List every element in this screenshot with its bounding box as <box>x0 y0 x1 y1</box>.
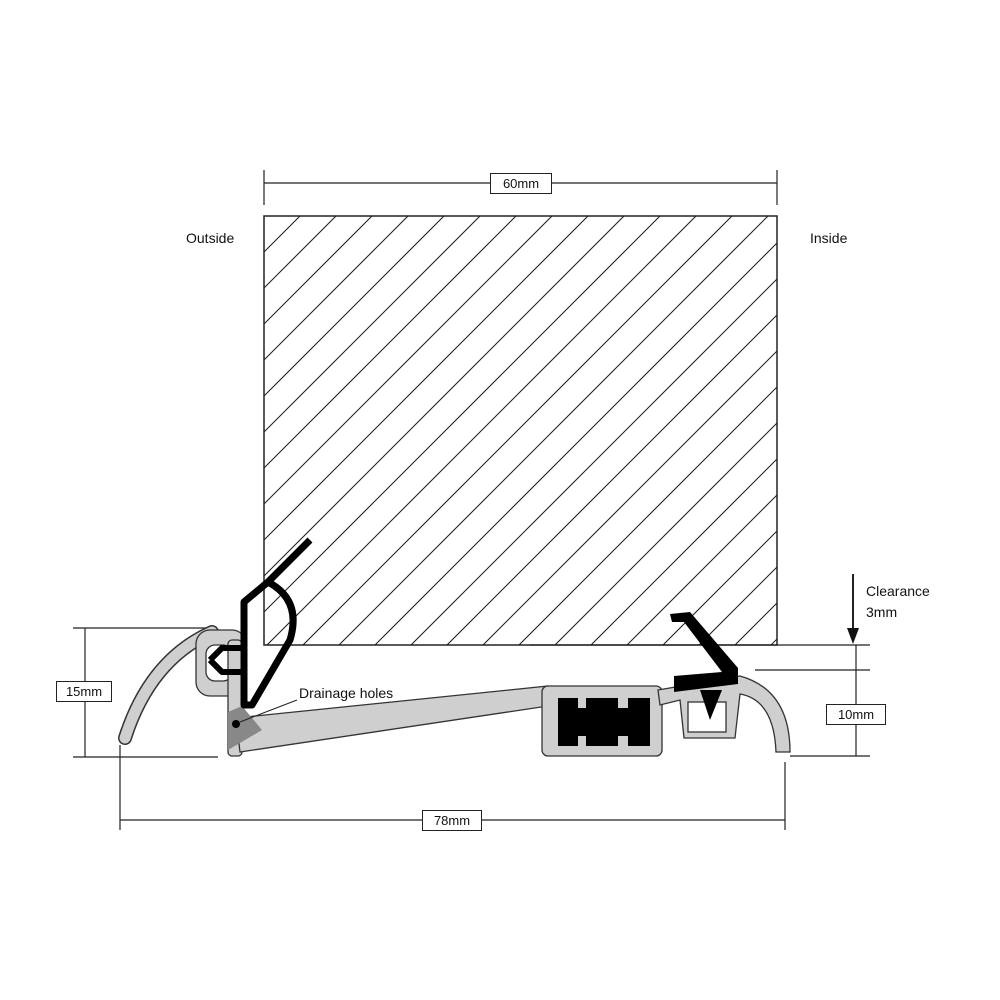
door-width-label: 60mm <box>490 173 552 194</box>
inside-label: Inside <box>810 230 848 246</box>
hatch-line <box>264 216 373 325</box>
hatch-line <box>264 216 625 577</box>
hatch-line <box>518 386 777 645</box>
clearance-label: Clearance <box>866 583 930 599</box>
hatch-line <box>264 216 661 613</box>
hatch-line <box>264 216 337 289</box>
threshold-width-label: 78mm <box>422 810 482 831</box>
door-section <box>263 215 1000 646</box>
hatch-line <box>590 458 777 645</box>
hatch-line <box>410 278 777 645</box>
hatch-line <box>264 216 445 397</box>
drainage-holes-label: Drainage holes <box>299 685 394 701</box>
hatch-line <box>626 494 777 645</box>
hatch-line <box>264 216 301 253</box>
hatch-line <box>264 216 481 433</box>
outside-label: Outside <box>186 230 235 246</box>
inside-height-dimension <box>755 645 870 757</box>
drainage-leader-line <box>239 699 298 723</box>
hatch-line <box>482 350 777 645</box>
hatch-line <box>264 216 265 217</box>
inside-seal <box>670 612 738 720</box>
clearance-value: 3mm <box>866 604 898 620</box>
hatch-line <box>302 216 733 645</box>
hatch-line <box>770 638 777 645</box>
hatch-line <box>264 216 409 361</box>
hatch-line <box>264 216 589 541</box>
hatch-line <box>698 566 777 645</box>
outside-height-label: 15mm <box>56 681 112 702</box>
thermal-insert <box>558 698 650 746</box>
hatch-line <box>266 216 697 645</box>
clearance-indicator <box>530 574 870 646</box>
hatch-line <box>446 314 777 645</box>
hatch-line <box>264 216 517 469</box>
drainage-shading <box>228 706 262 750</box>
hatch-line <box>264 216 553 505</box>
hatch-line <box>374 242 777 645</box>
hatch-line <box>734 602 777 645</box>
hatch-line <box>554 422 777 645</box>
hatch-line <box>338 216 769 645</box>
hatch-line <box>807 216 1000 645</box>
hatch-line <box>662 530 777 645</box>
outside-seal <box>207 537 313 709</box>
inside-height-label: 10mm <box>826 704 886 725</box>
